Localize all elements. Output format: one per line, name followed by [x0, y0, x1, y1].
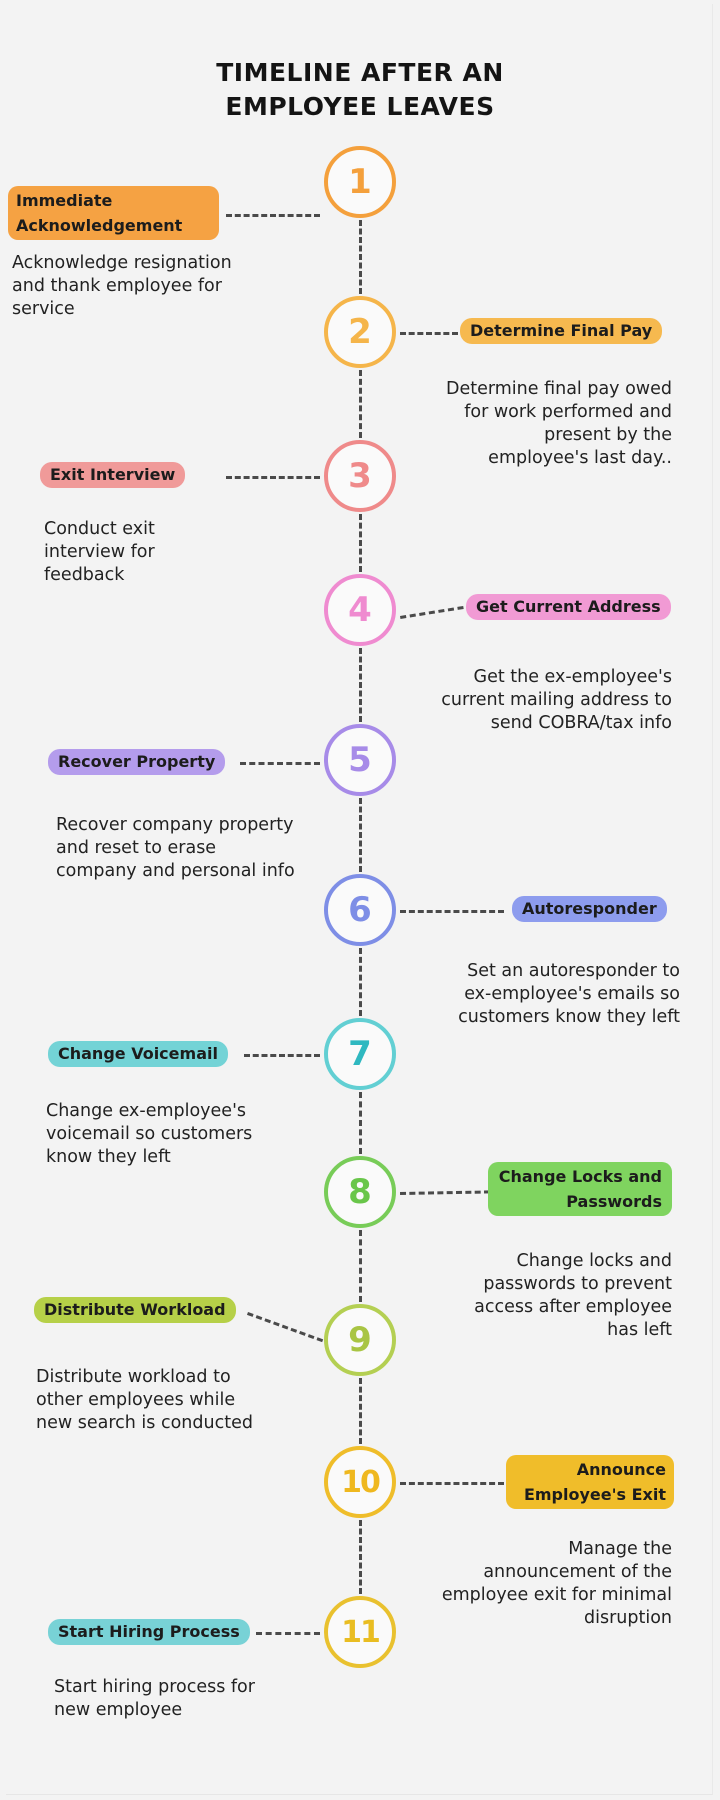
step-label-line: Acknowledgement [16, 216, 183, 235]
step-description: Conduct exit interview for feedback [44, 519, 155, 585]
step-label: Change Locks and Passwords [488, 1162, 672, 1216]
step-number-circle: 7 [324, 1018, 396, 1090]
timeline-spine [359, 798, 362, 872]
step-description: Get the ex-employee's current mailing ad… [441, 667, 672, 733]
timeline-spine [359, 514, 362, 572]
step-label: Determine Final Pay [460, 318, 663, 344]
step-number-circle: 3 [324, 440, 396, 512]
step-label: Autoresponder [512, 896, 667, 922]
step-label: Immediate Acknowledgement [8, 186, 219, 240]
timeline-spine [359, 220, 362, 294]
step-number-circle: 11 [324, 1596, 396, 1668]
timeline-spine [359, 1230, 362, 1302]
connector-line [240, 762, 320, 765]
step-label: Recover Property [48, 749, 226, 775]
step-description: Change locks and passwords to prevent ac… [474, 1251, 672, 1340]
page-title: TIMELINE AFTER AN EMPLOYEE LEAVES [0, 56, 720, 124]
step-label-line: Change Locks and [498, 1167, 662, 1186]
title-line-2: EMPLOYEE LEAVES [225, 92, 495, 121]
step-label-line: Employee's Exit [523, 1485, 666, 1504]
timeline-spine [359, 948, 362, 1016]
step-description: Determine final pay owed for work perfor… [446, 379, 672, 468]
timeline-spine [359, 648, 362, 722]
step-label: Get Current Address [466, 594, 671, 620]
connector-line [256, 1632, 320, 1635]
step-number-circle: 4 [324, 574, 396, 646]
step-label: Start Hiring Process [48, 1619, 250, 1645]
step-label-line: Passwords [566, 1192, 662, 1211]
step-description: Change ex-employee's voicemail so custom… [46, 1101, 253, 1167]
step-number-circle: 1 [324, 146, 396, 218]
timeline-spine [359, 1520, 362, 1594]
connector-line [400, 332, 458, 335]
step-label-line: Immediate [16, 191, 113, 210]
step-number-circle: 5 [324, 724, 396, 796]
timeline-spine [359, 1378, 362, 1444]
connector-line [244, 1054, 320, 1057]
title-line-1: TIMELINE AFTER AN [216, 58, 504, 87]
timeline-spine [359, 370, 362, 438]
step-number-circle: 10 [324, 1446, 396, 1518]
step-description: Set an autoresponder to ex-employee's em… [458, 961, 680, 1027]
step-number-circle: 9 [324, 1304, 396, 1376]
step-description: Acknowledge resignation and thank employ… [12, 253, 232, 319]
step-label: Announce Employee's Exit [506, 1455, 674, 1509]
step-number-circle: 2 [324, 296, 396, 368]
connector-line [226, 476, 320, 479]
step-number-circle: 8 [324, 1156, 396, 1228]
step-description: Recover company property and reset to er… [56, 815, 295, 881]
connector-line [226, 214, 320, 217]
connector-line [400, 1482, 504, 1485]
step-label: Distribute Workload [34, 1297, 236, 1323]
step-label: Change Voicemail [48, 1041, 228, 1067]
step-label-line: Announce [576, 1460, 666, 1479]
connector-line [400, 910, 504, 913]
step-description: Start hiring process for new employee [54, 1677, 255, 1720]
step-description: Distribute workload to other employees w… [36, 1367, 253, 1433]
step-description: Manage the announcement of the employee … [441, 1539, 672, 1628]
timeline-spine [359, 1092, 362, 1154]
step-label: Exit Interview [40, 462, 186, 488]
step-number-circle: 6 [324, 874, 396, 946]
